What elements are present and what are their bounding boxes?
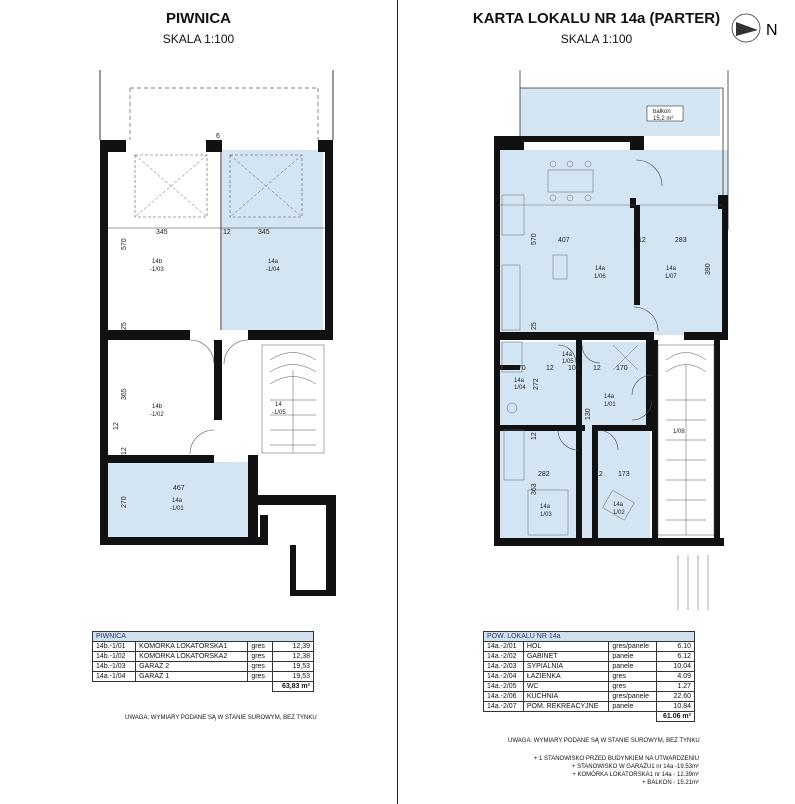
room-label-no: 1/03 xyxy=(540,512,552,518)
room-label-id: 14 xyxy=(275,402,282,408)
north-arrow-icon: N xyxy=(731,13,778,43)
unit-walls xyxy=(494,136,728,546)
dimension: 12 xyxy=(638,237,646,244)
unit-title: KARTA LOKALU NR 14a (PARTER) xyxy=(472,10,721,27)
room-label-no: -1/04 xyxy=(266,267,280,273)
dimension: 170 xyxy=(616,365,628,372)
dimension: 12 xyxy=(593,365,601,372)
room-label-id: 14a xyxy=(172,498,183,504)
room-label-no: 1/07 xyxy=(665,274,677,280)
balcony-fill xyxy=(520,88,720,136)
table-total: 63,83 m² xyxy=(271,681,315,692)
balcony-label: balkon xyxy=(653,109,671,115)
extra-line: + 1 STANOWISKO PRZED BUDYNKIEM NA UTWARD… xyxy=(533,756,699,762)
unit-plan: N balkon 15,2 m² xyxy=(494,13,778,610)
dimension: 283 xyxy=(675,237,687,244)
room-label-no: 1/01 xyxy=(604,402,616,408)
dimension: 363 xyxy=(531,483,538,495)
room-label-id: 14a xyxy=(514,378,525,384)
unit-panel: KARTA LOKALU NR 14a (PARTER) SKALA 1:100… xyxy=(398,0,795,804)
unit-scale: SKALA 1:100 xyxy=(560,32,633,46)
dimension: 345 xyxy=(258,229,270,236)
basement-panel: PIWNICA SKALA 1:100 xyxy=(0,0,397,804)
dimension: 130 xyxy=(585,408,592,420)
room-label-no: -1/02 xyxy=(150,412,164,418)
room-label-no: 1/05 xyxy=(562,359,574,365)
dimension: 12 xyxy=(113,422,120,430)
dimension: 12 xyxy=(546,365,554,372)
room-label-no: -1/01 xyxy=(170,506,184,512)
dimension: 365 xyxy=(121,388,128,400)
dimension: 12 xyxy=(595,471,603,478)
room-label-no: 1/08 xyxy=(673,429,685,435)
dimension: 282 xyxy=(538,471,550,478)
dimension: 12 xyxy=(531,432,538,440)
room-label-no: 1/02 xyxy=(613,510,625,516)
dimension: 272 xyxy=(533,378,540,390)
page-divider xyxy=(397,0,398,804)
table-total: 61.06 m² xyxy=(655,711,696,722)
basement-plan: 14b -1/03 14a -1/04 14b -1/02 14 -1/05 1… xyxy=(99,70,336,596)
dimension: 12 xyxy=(223,229,231,236)
extra-line: + STANOWISKO W GARAŻU1 nr 14a -19.53m² xyxy=(571,764,699,770)
unit-note: UWAGA: WYMIARY PODANE SĄ W STANIE SUROWY… xyxy=(508,738,700,744)
room-label-id: 14a xyxy=(562,352,573,358)
svg-text:N: N xyxy=(766,22,778,39)
table-header: PIWNICA xyxy=(92,631,314,642)
extra-line: + BALKON - 15.21m² xyxy=(642,780,699,786)
dimension: 6 xyxy=(216,133,220,140)
dimension: 570 xyxy=(121,238,128,250)
dimension: 103 xyxy=(568,365,580,372)
room-label-id: 14b xyxy=(152,404,163,410)
dimension: 173 xyxy=(618,471,630,478)
dimension: 390 xyxy=(705,263,712,275)
dimension: 467 xyxy=(173,485,185,492)
dimension: 25 xyxy=(121,322,128,330)
room-label-id: 14a xyxy=(613,502,624,508)
room-label-id: 14b xyxy=(152,259,163,265)
basement-note: UWAGA: WYMIARY PODANE SĄ W STANIE SUROWY… xyxy=(125,715,317,721)
basement-title: PIWNICA xyxy=(166,10,231,27)
dimension: 270 xyxy=(121,496,128,508)
room-label-id: 14a xyxy=(595,266,606,272)
room-label-no: 1/06 xyxy=(594,274,606,280)
dimension: 170 xyxy=(514,365,526,372)
room-label-no: 1/04 xyxy=(514,385,526,391)
garage-1-fill xyxy=(222,150,323,330)
dimension: 345 xyxy=(156,229,168,236)
room-label-id: 14a xyxy=(268,259,279,265)
room-label-id: 14a xyxy=(666,266,677,272)
dimension: 407 xyxy=(558,237,570,244)
basement-walls xyxy=(100,140,336,596)
room-label-id: 14a xyxy=(540,504,551,510)
room-label-id: 14a xyxy=(604,394,615,400)
basement-scale: SKALA 1:100 xyxy=(162,32,235,46)
room-label-no: -1/05 xyxy=(272,410,286,416)
storage-1-fill xyxy=(108,462,256,537)
dimension: 570 xyxy=(531,233,538,245)
dimension: 12 xyxy=(121,447,128,455)
room-label-no: -1/03 xyxy=(150,267,164,273)
balcony-area: 15,2 m² xyxy=(653,116,673,122)
table-header: POW. LOKALU NR 14a xyxy=(483,631,695,642)
extra-line: + KOMÓRKA LOKATORSKA1 nr 14a - 12.39m² xyxy=(572,772,699,778)
dimension: 25 xyxy=(531,322,538,330)
